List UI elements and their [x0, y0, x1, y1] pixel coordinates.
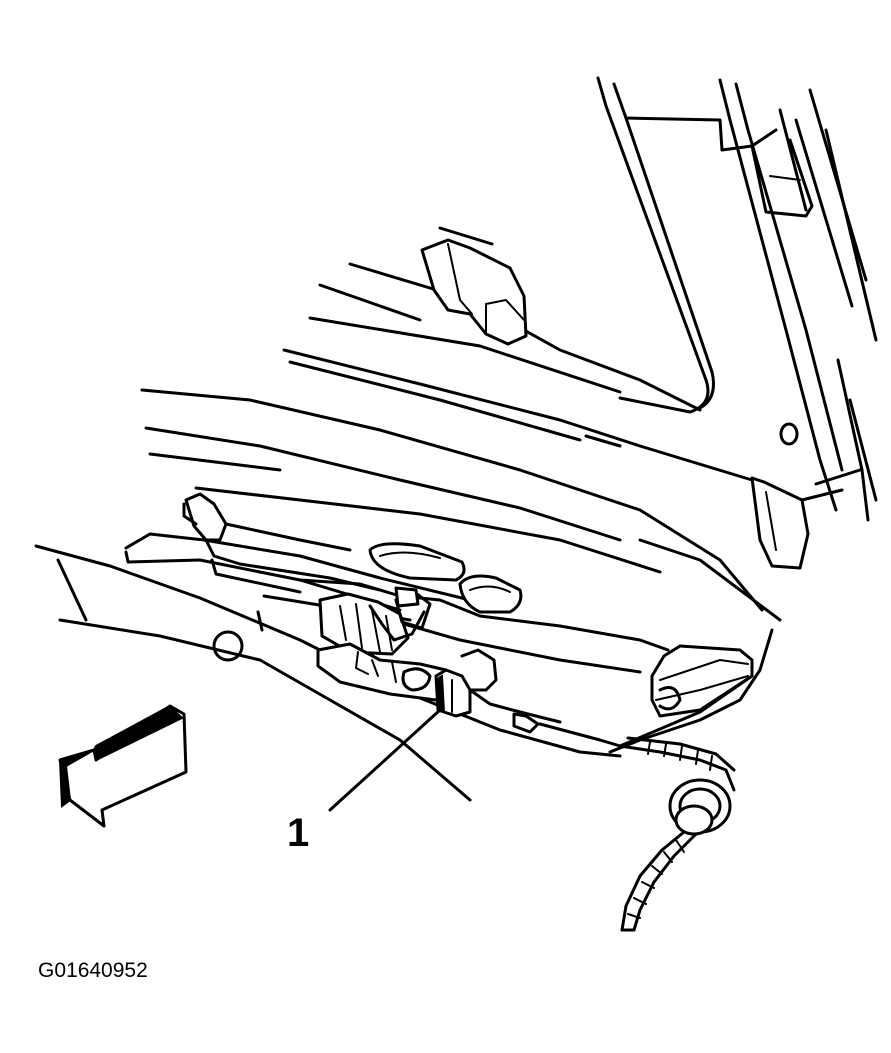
callout-1: 1 [287, 708, 442, 855]
wiper-module [124, 492, 754, 748]
callout-label: 1 [287, 811, 309, 855]
wiring-harness [618, 736, 736, 932]
figure-id: G01640952 [38, 959, 148, 982]
liftgate-window-frame [596, 76, 878, 570]
direction-arrow-icon [58, 704, 188, 828]
rear-glass [282, 226, 754, 482]
